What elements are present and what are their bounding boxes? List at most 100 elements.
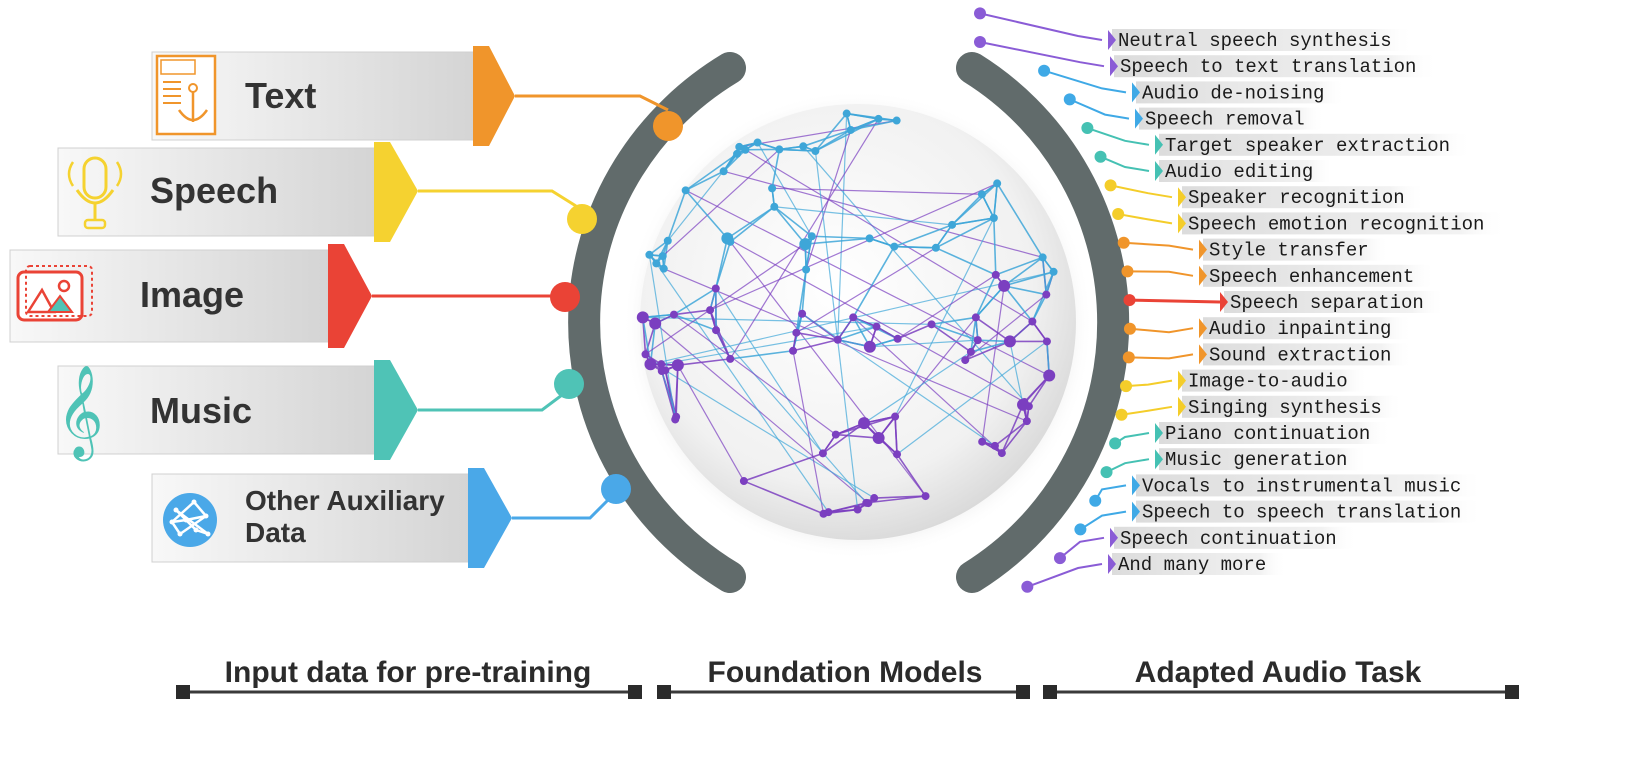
task-label-bg bbox=[1136, 81, 1346, 104]
footer-input-label: Input data for pre-training bbox=[225, 656, 592, 689]
task-item: Target speaker extraction bbox=[1081, 122, 1473, 157]
task-item: Speech separation bbox=[1123, 291, 1446, 314]
task-item: Speaker recognition bbox=[1104, 179, 1427, 209]
task-label: Target speaker extraction bbox=[1165, 135, 1450, 157]
input-label: Image bbox=[140, 274, 244, 315]
footer: Input data for pre-training Foundation M… bbox=[176, 656, 1519, 699]
task-item: Style transfer bbox=[1117, 236, 1390, 262]
task-label-bg bbox=[1203, 264, 1436, 287]
task-item: Image-to-audio bbox=[1120, 369, 1369, 393]
task-label: Speech to speech translation bbox=[1142, 502, 1461, 524]
task-label-bg bbox=[1182, 395, 1404, 418]
task-label: Vocals to instrumental music bbox=[1142, 475, 1461, 497]
task-label-bg bbox=[1159, 448, 1369, 471]
input-label: Text bbox=[245, 75, 316, 116]
input-card-text: Text bbox=[151, 46, 683, 146]
task-label: Music generation bbox=[1165, 449, 1347, 471]
task-item: Speech enhancement bbox=[1121, 264, 1436, 288]
task-item: Audio inpainting bbox=[1123, 317, 1413, 340]
task-label: Singing synthesis bbox=[1188, 397, 1382, 419]
task-arrow bbox=[1155, 161, 1163, 181]
task-label: Speech to text translation bbox=[1120, 56, 1416, 78]
task-arrow bbox=[1220, 292, 1228, 312]
input-arrow-tab bbox=[374, 142, 418, 242]
input-card-music: 𝄞 Music bbox=[56, 360, 584, 461]
input-label: Speech bbox=[150, 170, 278, 211]
input-arrow-tab bbox=[473, 46, 515, 146]
task-item: Speech removal bbox=[1063, 93, 1326, 131]
task-item: Piano continuation bbox=[1109, 422, 1392, 450]
microphone-icon bbox=[67, 156, 123, 230]
task-label-bg bbox=[1139, 107, 1326, 130]
svg-text:𝄞: 𝄞 bbox=[56, 364, 103, 461]
task-label-bg bbox=[1159, 422, 1392, 444]
text-anchor-icon bbox=[155, 54, 217, 136]
input-node-dot bbox=[567, 204, 597, 234]
input-arrow-tab bbox=[374, 360, 418, 460]
task-label: Speech separation bbox=[1230, 292, 1424, 314]
input-node-dot bbox=[550, 282, 580, 312]
task-label: Speech emotion recognition bbox=[1188, 213, 1484, 235]
task-label-bg bbox=[1224, 291, 1446, 313]
input-card-speech: Speech bbox=[57, 142, 597, 242]
task-label-bg bbox=[1182, 186, 1427, 209]
neural-network-mesh bbox=[636, 109, 1058, 518]
task-arrow bbox=[1199, 318, 1207, 339]
input-node-dot bbox=[554, 369, 584, 399]
input-connector bbox=[515, 94, 669, 112]
foundation-model-sphere bbox=[623, 90, 1093, 560]
task-arrow bbox=[1178, 213, 1186, 234]
input-label-line2: Data bbox=[245, 517, 306, 548]
task-arrow bbox=[1155, 423, 1163, 443]
task-arrow bbox=[1135, 108, 1143, 129]
input-connector bbox=[418, 189, 577, 208]
task-arrow bbox=[1108, 30, 1116, 50]
task-arrow bbox=[1199, 344, 1207, 365]
task-item: Vocals to instrumental music bbox=[1089, 474, 1485, 507]
input-arrow-tab bbox=[468, 468, 512, 568]
task-label-bg bbox=[1203, 317, 1413, 340]
task-item: Speech continuation bbox=[1053, 526, 1359, 565]
task-label: Audio editing bbox=[1165, 161, 1313, 183]
input-card-image: Image bbox=[9, 244, 580, 348]
task-item: Singing synthesis bbox=[1115, 395, 1404, 421]
task-label-bg bbox=[1136, 500, 1485, 523]
task-label: Neutral speech synthesis bbox=[1118, 30, 1392, 52]
task-label: Speech continuation bbox=[1120, 528, 1337, 550]
task-item: Audio editing bbox=[1094, 150, 1334, 183]
input-connector bbox=[418, 393, 563, 412]
task-arrow bbox=[1178, 187, 1186, 208]
input-label: Music bbox=[150, 390, 252, 431]
task-label-bg bbox=[1182, 369, 1369, 392]
footer-foundation-label: Foundation Models bbox=[708, 656, 983, 689]
right-arc bbox=[956, 52, 1130, 593]
task-label-bg bbox=[1203, 343, 1413, 366]
task-label-bg bbox=[1114, 526, 1359, 549]
task-label-bg bbox=[1112, 553, 1287, 575]
task-arrow bbox=[1155, 134, 1163, 155]
task-label: Speech enhancement bbox=[1209, 266, 1414, 288]
task-arrow bbox=[1199, 265, 1207, 286]
task-arrow bbox=[1132, 501, 1140, 522]
task-label: And many more bbox=[1118, 554, 1266, 576]
task-arrow bbox=[1108, 554, 1116, 574]
task-item: Sound extraction bbox=[1122, 343, 1413, 366]
task-label: Audio inpainting bbox=[1209, 318, 1391, 340]
input-label: Other Auxiliary bbox=[245, 485, 445, 516]
input-connector bbox=[512, 498, 610, 520]
task-item: Music generation bbox=[1100, 448, 1369, 479]
task-label-bg bbox=[1203, 238, 1390, 261]
task-label-bg bbox=[1159, 160, 1334, 182]
task-item: Audio de-noising bbox=[1038, 64, 1346, 104]
task-arrow bbox=[1199, 239, 1207, 260]
task-label: Speaker recognition bbox=[1188, 187, 1405, 209]
task-item: Speech emotion recognition bbox=[1112, 208, 1508, 235]
input-node-dot bbox=[653, 111, 683, 141]
task-label: Style transfer bbox=[1209, 240, 1369, 262]
input-card-body bbox=[57, 365, 379, 455]
task-label-bg bbox=[1159, 133, 1473, 156]
